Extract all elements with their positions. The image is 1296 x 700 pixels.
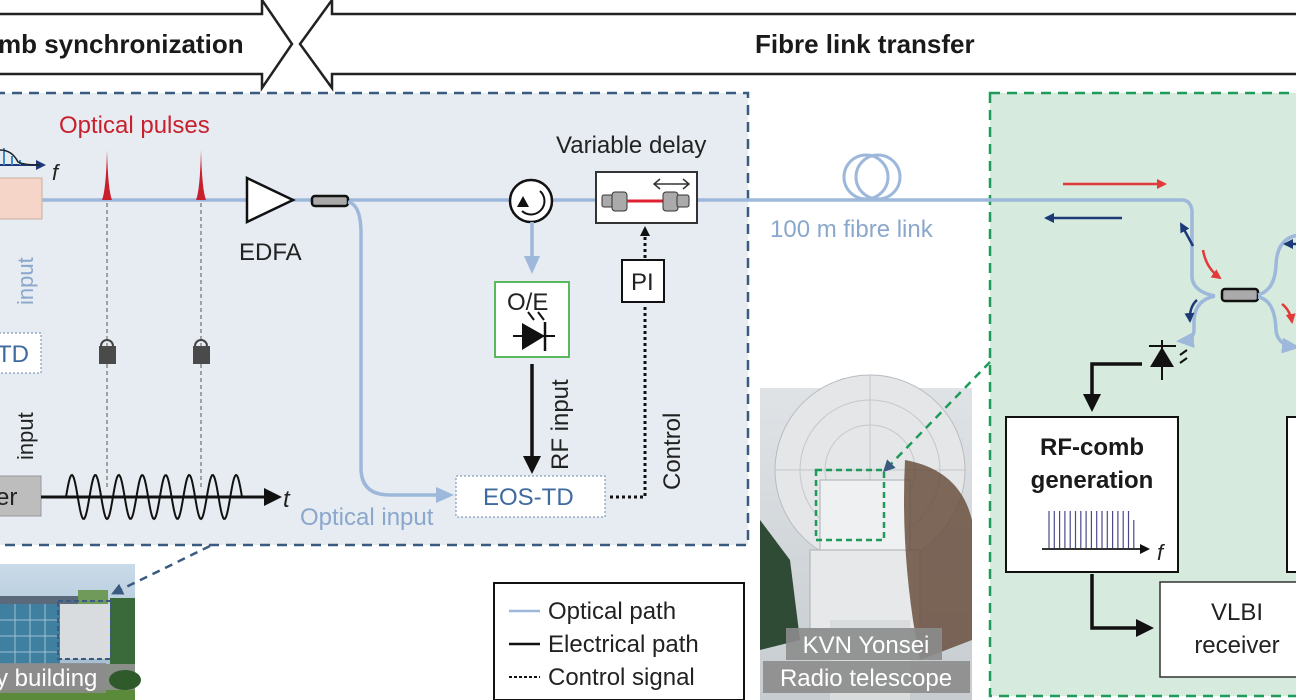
photodiode-to-rf-comb-path — [1083, 362, 1142, 412]
remote-panel — [988, 91, 1296, 698]
legend-control-label: Control signal — [548, 664, 695, 691]
left-input-bottom-label: input — [13, 412, 38, 460]
remote-photodiode-icon — [1149, 340, 1188, 380]
edfa-amplifier-icon — [245, 176, 296, 224]
telescope-pointer-arrow — [883, 361, 991, 473]
left-eos-td-box — [0, 332, 42, 374]
control-signal-path — [610, 304, 647, 499]
pi-controller-box — [621, 259, 665, 303]
left-synthesizer-box — [0, 475, 42, 517]
sync-panel — [0, 91, 750, 547]
fibre-spool-icon — [842, 153, 902, 201]
remote-input-fibre — [1190, 210, 1216, 298]
oe-label: O/E — [507, 289, 548, 316]
rf-input-label: RF input — [547, 379, 574, 470]
curved-red-arrow — [1201, 249, 1222, 280]
legend-item-electrical: Electrical path — [509, 631, 699, 658]
rf-comb-f-label: f — [1157, 540, 1166, 565]
vlbi-label-1: VLBI — [1211, 599, 1263, 626]
legend-item-control: Control signal — [509, 664, 695, 691]
rf-comb-title-2: generation — [1031, 467, 1154, 494]
fibre-coupler-icon — [310, 194, 350, 208]
remote-branch-lower-right — [1257, 295, 1296, 354]
telescope-caption-1: KVN Yonsei — [803, 632, 930, 659]
building-caption-bg — [0, 663, 106, 693]
optical-branch-to-eos-td — [347, 200, 454, 503]
curved-red-arrow-right — [1281, 303, 1296, 324]
photodiode-icon — [513, 311, 555, 351]
edfa-label: EDFA — [239, 239, 302, 266]
building-pointer-arrow — [111, 544, 211, 595]
control-label: Control — [659, 413, 686, 490]
optical-pulses-label: Optical pulses — [59, 112, 210, 139]
rf-comb-spectrum-icon — [1048, 511, 1135, 549]
rf-comb-to-vlbi-path — [1090, 574, 1154, 637]
eos-td-box[interactable] — [455, 475, 606, 518]
banner-right-label: Fibre link transfer — [755, 29, 975, 59]
banner-comb-synchronization: mb synchronization — [0, 0, 294, 93]
legend-item-optical: Optical path — [509, 598, 676, 625]
eos-td-label: EOS-TD — [483, 484, 574, 511]
left-td-label: TD — [0, 341, 29, 368]
pi-label: PI — [631, 269, 654, 296]
right-partial-box — [1286, 416, 1296, 573]
main-optical-fibre — [40, 198, 1194, 211]
left-box-label: er — [0, 484, 17, 511]
optical-pulse-2 — [196, 150, 206, 200]
f-axis-label: f — [52, 160, 61, 185]
t-axis-label: t — [283, 486, 291, 513]
curved-navy-arrow — [1179, 222, 1195, 247]
comb-laser-box — [0, 177, 43, 220]
lock-icon — [99, 339, 116, 364]
telescope-caption-bg-1 — [786, 628, 942, 660]
legend: Optical path Electrical path Control sig… — [493, 582, 745, 700]
legend-electrical-label: Electrical path — [548, 631, 699, 658]
left-input-top-label: input — [13, 257, 38, 305]
remote-branch-upper-right — [1257, 233, 1296, 297]
comb-spectrum-icon — [0, 148, 46, 170]
circulator-icon — [508, 178, 554, 224]
curved-navy-arrow-lower — [1184, 299, 1198, 323]
banner-left-label: mb synchronization — [0, 29, 244, 59]
lock-icon — [193, 339, 210, 364]
optical-input-label: Optical input — [300, 504, 434, 531]
banner-fibre-link-transfer: Fibre link transfer — [298, 0, 1296, 92]
variable-delay-label: Variable delay — [556, 132, 706, 159]
oe-converter-box — [494, 281, 570, 358]
rf-comb-title-1: RF-comb — [1040, 434, 1144, 461]
telescope-caption-2: Radio telescope — [780, 665, 952, 692]
remote-coupler-icon — [1220, 287, 1260, 303]
vlbi-label-2: receiver — [1194, 632, 1279, 659]
fibre-link-label: 100 m fibre link — [770, 216, 934, 243]
remote-branch-to-photodiode — [1176, 294, 1216, 348]
legend-optical-label: Optical path — [548, 598, 676, 625]
variable-delay-icon — [595, 171, 698, 224]
rf-sine-wave — [65, 473, 243, 521]
building-caption: y building — [0, 665, 97, 692]
vlbi-receiver-box — [1159, 581, 1296, 678]
telescope-caption-bg-2 — [763, 661, 970, 693]
optical-pulse-1 — [102, 150, 112, 200]
